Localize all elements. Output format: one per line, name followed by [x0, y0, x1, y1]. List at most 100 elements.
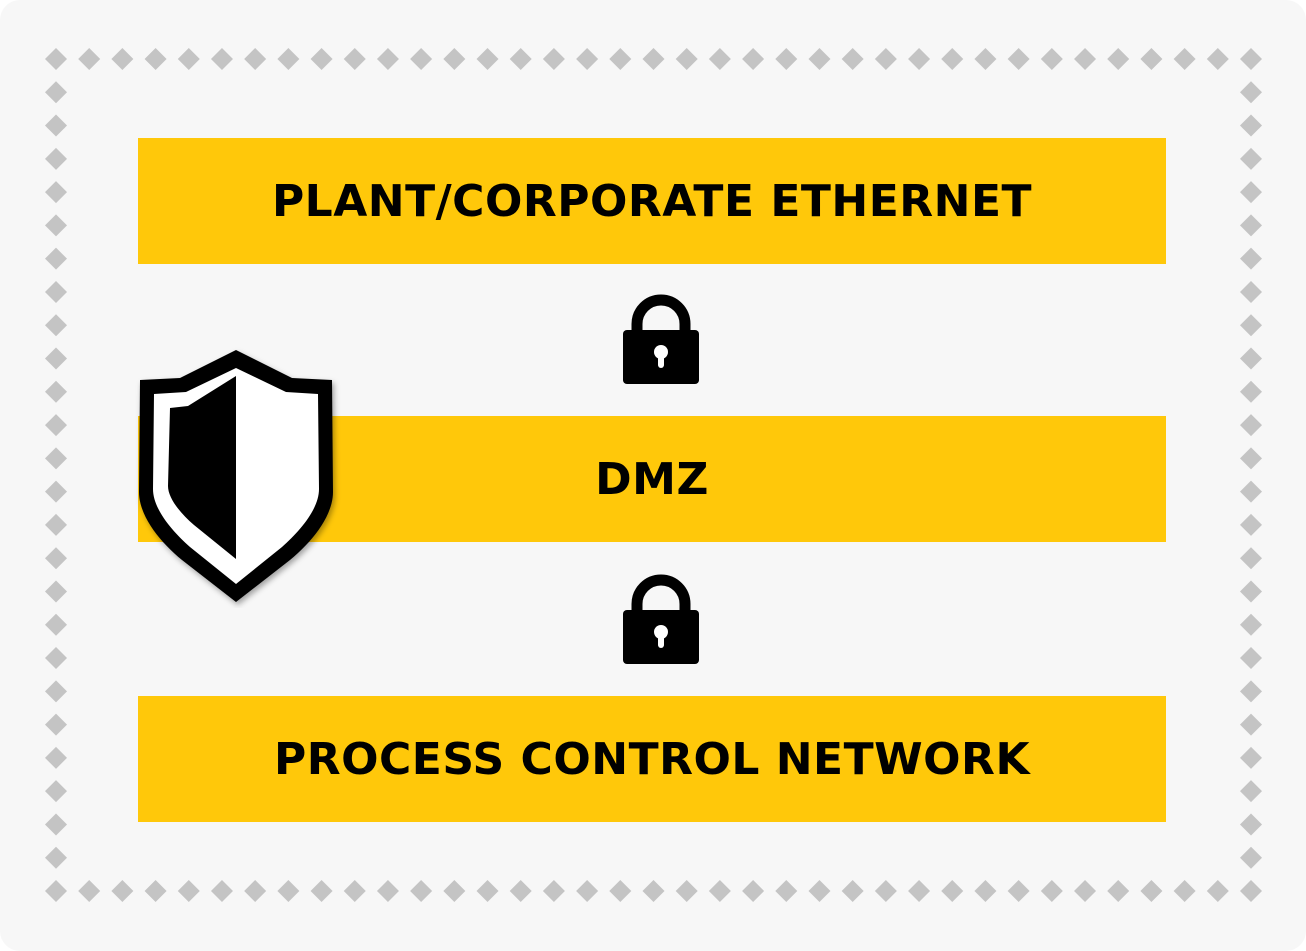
border-dot [45, 880, 67, 902]
border-dot [874, 48, 897, 70]
border-dot [1173, 880, 1196, 902]
border-dot [1074, 880, 1097, 902]
layer-label-dmz: DMZ [595, 453, 709, 505]
border-dot [742, 880, 765, 902]
border-dot [177, 48, 200, 70]
border-dot [45, 613, 67, 636]
border-dot [742, 48, 765, 70]
border-dot [45, 480, 67, 503]
border-dot [874, 880, 897, 902]
border-dot [1007, 48, 1030, 70]
border-dot [775, 48, 798, 70]
border-dot [45, 680, 67, 703]
border-dot [1240, 647, 1262, 670]
border-dot [443, 880, 466, 902]
border-dot [476, 48, 499, 70]
border-dot [1240, 314, 1262, 337]
border-dot [941, 48, 964, 70]
border-dot [609, 880, 632, 902]
border-dot [45, 647, 67, 670]
border-dot [509, 48, 532, 70]
border-dot [509, 880, 532, 902]
border-dot [1107, 880, 1130, 902]
border-dot [1240, 846, 1262, 869]
border-dot [111, 48, 134, 70]
border-dot [144, 880, 167, 902]
border-dot [1240, 181, 1262, 204]
border-dot [1240, 147, 1262, 170]
border-dot [244, 48, 267, 70]
lock-icon [623, 294, 699, 384]
border-dot [45, 347, 67, 370]
border-dot [642, 880, 665, 902]
border-dot [410, 48, 433, 70]
border-dot [45, 414, 67, 437]
border-dot [78, 880, 101, 902]
border-dot [775, 880, 798, 902]
border-dot [1140, 880, 1163, 902]
border-dot [708, 48, 731, 70]
border-dot [576, 48, 599, 70]
border-dot [808, 880, 831, 902]
border-dot [210, 48, 233, 70]
border-dot [542, 880, 565, 902]
border-dot [45, 114, 67, 137]
border-dot [908, 880, 931, 902]
border-dot [45, 580, 67, 603]
border-dot [210, 880, 233, 902]
border-dot [675, 48, 698, 70]
border-dot [177, 880, 200, 902]
border-dot [542, 48, 565, 70]
border-dot [1206, 880, 1229, 902]
border-dot [1074, 48, 1097, 70]
border-dot [45, 181, 67, 204]
layer-bar-corporate: PLANT/CORPORATE ETHERNET [138, 138, 1166, 264]
border-dot [708, 880, 731, 902]
border-dot [244, 880, 267, 902]
border-dot [1240, 513, 1262, 536]
border-dot [343, 48, 366, 70]
border-dot [1240, 447, 1262, 470]
border-dot [609, 48, 632, 70]
border-dot [45, 513, 67, 536]
shield-icon [139, 350, 333, 602]
border-dot [1240, 214, 1262, 237]
layer-bar-process: PROCESS CONTROL NETWORK [138, 696, 1166, 822]
border-dot [45, 147, 67, 170]
border-dot [45, 813, 67, 836]
border-dot [45, 314, 67, 337]
border-dot [974, 48, 997, 70]
border-dot [476, 880, 499, 902]
border-dot [277, 48, 300, 70]
border-dot [1140, 48, 1163, 70]
border-dot [808, 48, 831, 70]
border-dot [1173, 48, 1196, 70]
border-dot [1240, 347, 1262, 370]
border-dot [443, 48, 466, 70]
border-dot [310, 880, 333, 902]
border-dot [1240, 380, 1262, 403]
border-dot [841, 880, 864, 902]
border-dot [1240, 480, 1262, 503]
border-dot [1007, 880, 1030, 902]
border-dot [1240, 280, 1262, 303]
border-dot [45, 247, 67, 270]
border-dot [1240, 813, 1262, 836]
border-dot [45, 547, 67, 570]
border-dot [1240, 880, 1262, 902]
border-dot [1240, 114, 1262, 137]
lock-icon [623, 574, 699, 664]
border-dot [45, 447, 67, 470]
border-dot [45, 746, 67, 769]
border-dot [1206, 48, 1229, 70]
border-dot [1107, 48, 1130, 70]
border-dot [642, 48, 665, 70]
border-dot [78, 48, 101, 70]
border-dot [45, 780, 67, 803]
border-dot [1240, 746, 1262, 769]
border-dot [1240, 247, 1262, 270]
border-dot [675, 880, 698, 902]
border-dot [45, 81, 67, 104]
